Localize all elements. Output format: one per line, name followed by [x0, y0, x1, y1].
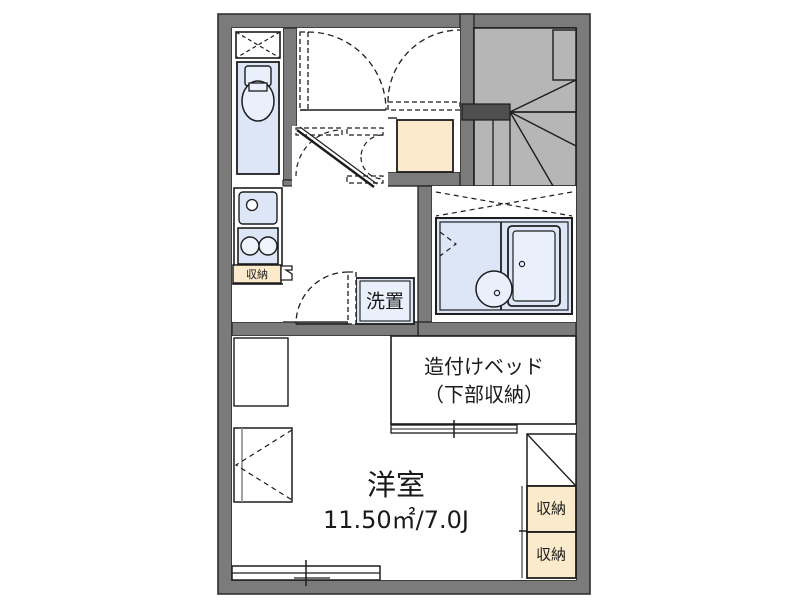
- balcony-window[interactable]: [231, 560, 381, 586]
- kitchen-storage-cabinet: 収納: [232, 264, 282, 284]
- bed-storage-sliding-doors[interactable]: [390, 420, 518, 438]
- door-swing-arc-icon: [307, 31, 387, 111]
- toilet-fixture: [236, 61, 280, 175]
- closet-upper[interactable]: 収納: [526, 485, 577, 533]
- kitchen-storage-door-icon: [280, 265, 293, 281]
- room-corner-alcove: [233, 337, 289, 407]
- door-swing-arc-icon: [295, 271, 349, 325]
- toilet-overhead-shelf: [235, 31, 281, 59]
- main-room-name: 洋室: [367, 468, 425, 502]
- hall-door[interactable]: [295, 271, 357, 325]
- washer-space-label: 洗置: [366, 291, 404, 313]
- closet-upper-label: 収納: [536, 500, 566, 518]
- bath-door-icon[interactable]: [439, 231, 457, 257]
- entrance-door-right[interactable]: [387, 29, 461, 111]
- folding-door-hall[interactable]: [292, 126, 388, 188]
- closet-lower-label: 収納: [536, 546, 566, 564]
- staircase: [461, 27, 577, 187]
- washer-space: 洗置: [355, 277, 415, 325]
- kitchen-area: 収納: [232, 186, 293, 322]
- door-swing-arc-icon: [387, 29, 461, 103]
- window-icon: [234, 429, 293, 501]
- entrance-door-left[interactable]: [299, 31, 387, 111]
- toilet-room: [232, 28, 283, 180]
- built-in-bed-label-line1: 造付けベッド: [424, 355, 544, 379]
- bath-vanity-basin: [475, 270, 513, 308]
- kitchen-storage-label: 収納: [246, 268, 268, 281]
- sliding-door-icon: [296, 129, 375, 188]
- room-window-west[interactable]: [233, 427, 293, 503]
- built-in-bed-label-line2: （下部収納）: [424, 383, 544, 407]
- closet-hanging: [526, 433, 577, 487]
- gas-stove-two-burner: [237, 227, 279, 265]
- entrance-shoe-box: [396, 119, 454, 173]
- closet-lower[interactable]: 収納: [526, 531, 577, 579]
- unit-bath: [432, 186, 576, 322]
- unit-bath-tub: [507, 225, 561, 307]
- main-room-area: 11.50㎡/7.0J: [323, 506, 469, 534]
- closet-stack: 収納 収納: [519, 433, 577, 579]
- built-in-bed: 造付けベッド （下部収納）: [390, 335, 577, 438]
